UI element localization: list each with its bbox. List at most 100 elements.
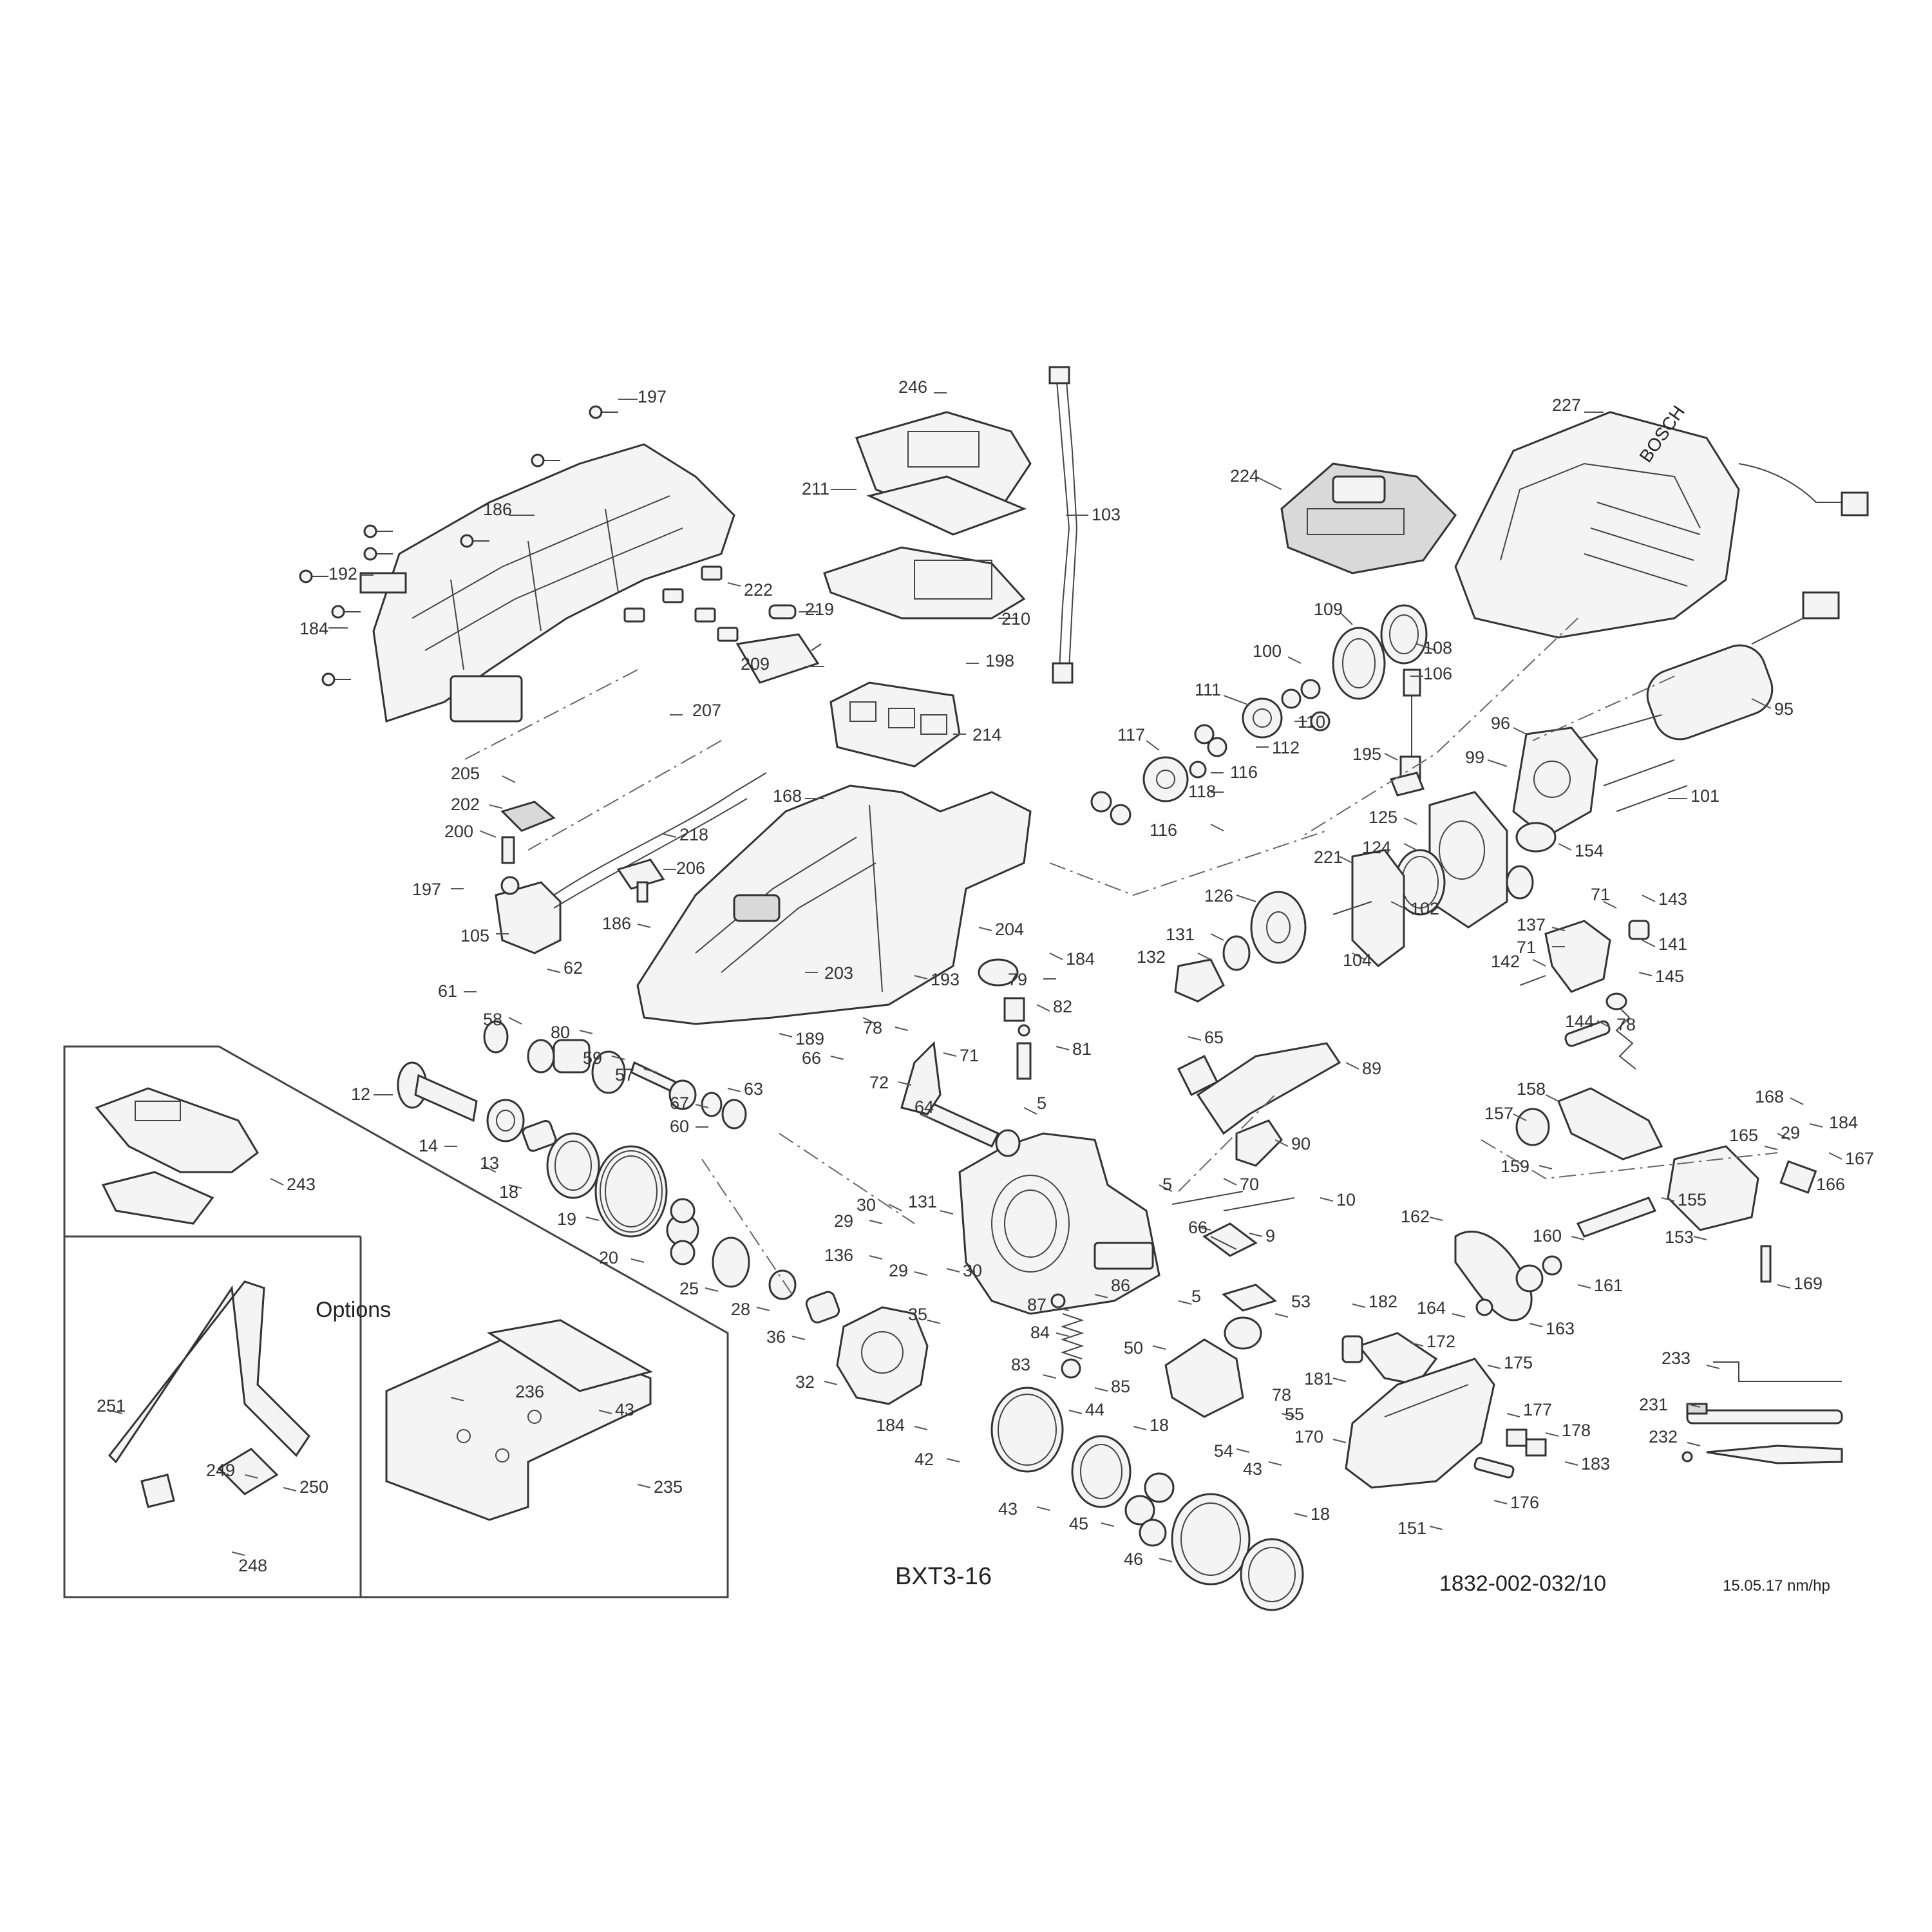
options-frame: Options bbox=[63, 1045, 729, 1598]
callout-163: 163 bbox=[1546, 1319, 1575, 1338]
upper-housing bbox=[372, 443, 735, 723]
callout-100: 100 bbox=[1253, 641, 1282, 661]
options-label: Options bbox=[316, 1298, 391, 1322]
spring-169 bbox=[1760, 1245, 1772, 1283]
gear-housing-125 bbox=[1428, 791, 1534, 929]
callout-231: 231 bbox=[1639, 1395, 1668, 1414]
callout-10: 10 bbox=[1336, 1190, 1356, 1209]
wire-harness-103 bbox=[1048, 366, 1078, 684]
callout-90: 90 bbox=[1291, 1134, 1311, 1153]
callout-5-c: 5 bbox=[1191, 1287, 1201, 1306]
pads-222 bbox=[623, 565, 739, 642]
callout-43-b: 43 bbox=[1243, 1459, 1262, 1479]
callout-67: 67 bbox=[670, 1094, 689, 1113]
callout-125: 125 bbox=[1368, 808, 1397, 827]
callout-193: 193 bbox=[931, 970, 960, 989]
callout-30: 30 bbox=[857, 1195, 876, 1215]
bearing-14-13-18 bbox=[486, 1099, 600, 1199]
shaft-155 bbox=[1576, 1197, 1657, 1238]
belt-162 bbox=[1454, 1230, 1562, 1321]
option-plate-235 bbox=[385, 1319, 653, 1521]
callout-203: 203 bbox=[824, 963, 853, 983]
callout-103: 103 bbox=[1092, 505, 1121, 524]
rings-108-109 bbox=[1332, 604, 1428, 700]
callout-66-b: 66 bbox=[1188, 1218, 1208, 1237]
callout-142: 142 bbox=[1491, 952, 1520, 971]
callout-153: 153 bbox=[1665, 1227, 1694, 1247]
callout-86: 86 bbox=[1111, 1276, 1130, 1295]
motor-95 bbox=[1571, 591, 1840, 741]
callout-169: 169 bbox=[1794, 1274, 1823, 1293]
gears-45 bbox=[1124, 1472, 1175, 1547]
callout-numbers: 197 246 227 186 211 103 224 192 222 219 … bbox=[97, 377, 1874, 1575]
callout-145: 145 bbox=[1655, 967, 1684, 986]
callout-182: 182 bbox=[1368, 1292, 1397, 1311]
callout-131-b: 131 bbox=[908, 1192, 937, 1211]
callout-82: 82 bbox=[1053, 997, 1072, 1016]
callout-124: 124 bbox=[1362, 838, 1391, 857]
ring-18-bottom bbox=[1240, 1538, 1304, 1611]
bearing-parts-61-80 bbox=[483, 1020, 747, 1130]
callout-233: 233 bbox=[1662, 1349, 1690, 1368]
callout-87: 87 bbox=[1027, 1295, 1046, 1314]
callout-136: 136 bbox=[824, 1245, 853, 1265]
screw-set-top-left bbox=[299, 405, 618, 687]
callout-116: 116 bbox=[1230, 762, 1258, 782]
callout-172: 172 bbox=[1426, 1332, 1455, 1351]
callout-205: 205 bbox=[451, 764, 480, 783]
callout-184: 184 bbox=[299, 619, 328, 638]
callout-59: 59 bbox=[583, 1048, 602, 1068]
cover-211 bbox=[855, 411, 1032, 536]
gears-20-25 bbox=[666, 1198, 797, 1300]
callout-141: 141 bbox=[1658, 934, 1687, 954]
callout-109: 109 bbox=[1314, 600, 1343, 619]
callout-189: 189 bbox=[795, 1029, 824, 1048]
callout-195: 195 bbox=[1352, 744, 1381, 764]
callout-18: 18 bbox=[499, 1182, 518, 1202]
callout-246: 246 bbox=[898, 377, 927, 397]
callout-158: 158 bbox=[1517, 1079, 1546, 1099]
callout-20: 20 bbox=[599, 1248, 618, 1267]
switch-assembly-105 bbox=[495, 772, 767, 954]
callout-251: 251 bbox=[97, 1396, 126, 1416]
callout-132: 132 bbox=[1137, 947, 1166, 967]
callout-60: 60 bbox=[670, 1117, 689, 1136]
callout-161: 161 bbox=[1594, 1276, 1623, 1295]
spring-145 bbox=[1605, 992, 1636, 1070]
rod-64 bbox=[919, 1100, 1021, 1157]
callout-157: 157 bbox=[1484, 1104, 1513, 1123]
callout-118: 118 bbox=[1188, 782, 1216, 801]
callout-236: 236 bbox=[515, 1382, 544, 1401]
callout-55: 55 bbox=[1285, 1405, 1304, 1424]
callout-84: 84 bbox=[1030, 1323, 1050, 1342]
callout-44: 44 bbox=[1085, 1400, 1104, 1419]
assembly-lines bbox=[463, 618, 1778, 1295]
gearbox-housing-96 bbox=[1512, 726, 1688, 853]
callout-167: 167 bbox=[1845, 1149, 1874, 1168]
callout-78: 78 bbox=[863, 1018, 882, 1037]
callout-54: 54 bbox=[1214, 1441, 1233, 1461]
housing-175 bbox=[1345, 1358, 1495, 1489]
callout-43: 43 bbox=[615, 1400, 634, 1419]
callout-166: 166 bbox=[1816, 1175, 1845, 1194]
sensor-106 bbox=[1389, 668, 1425, 797]
callout-232: 232 bbox=[1649, 1427, 1678, 1446]
callout-79: 79 bbox=[1008, 970, 1027, 989]
cover-221 bbox=[1332, 849, 1405, 967]
callout-168: 168 bbox=[773, 786, 802, 806]
callout-62: 62 bbox=[564, 958, 583, 978]
callout-175: 175 bbox=[1504, 1353, 1533, 1372]
part-53 bbox=[1221, 1283, 1278, 1312]
battery-pack-224 bbox=[1280, 462, 1457, 574]
callout-211: 211 bbox=[802, 479, 829, 498]
callout-96: 96 bbox=[1491, 714, 1510, 733]
callout-144: 144 bbox=[1565, 1012, 1594, 1031]
callout-178: 178 bbox=[1562, 1421, 1591, 1440]
callout-78-c: 78 bbox=[1272, 1385, 1291, 1405]
callout-111: 111 bbox=[1195, 680, 1221, 699]
callout-53: 53 bbox=[1291, 1292, 1311, 1311]
tools-231-233 bbox=[1681, 1361, 1843, 1464]
callout-192: 192 bbox=[328, 564, 357, 583]
callout-126: 126 bbox=[1204, 886, 1233, 905]
